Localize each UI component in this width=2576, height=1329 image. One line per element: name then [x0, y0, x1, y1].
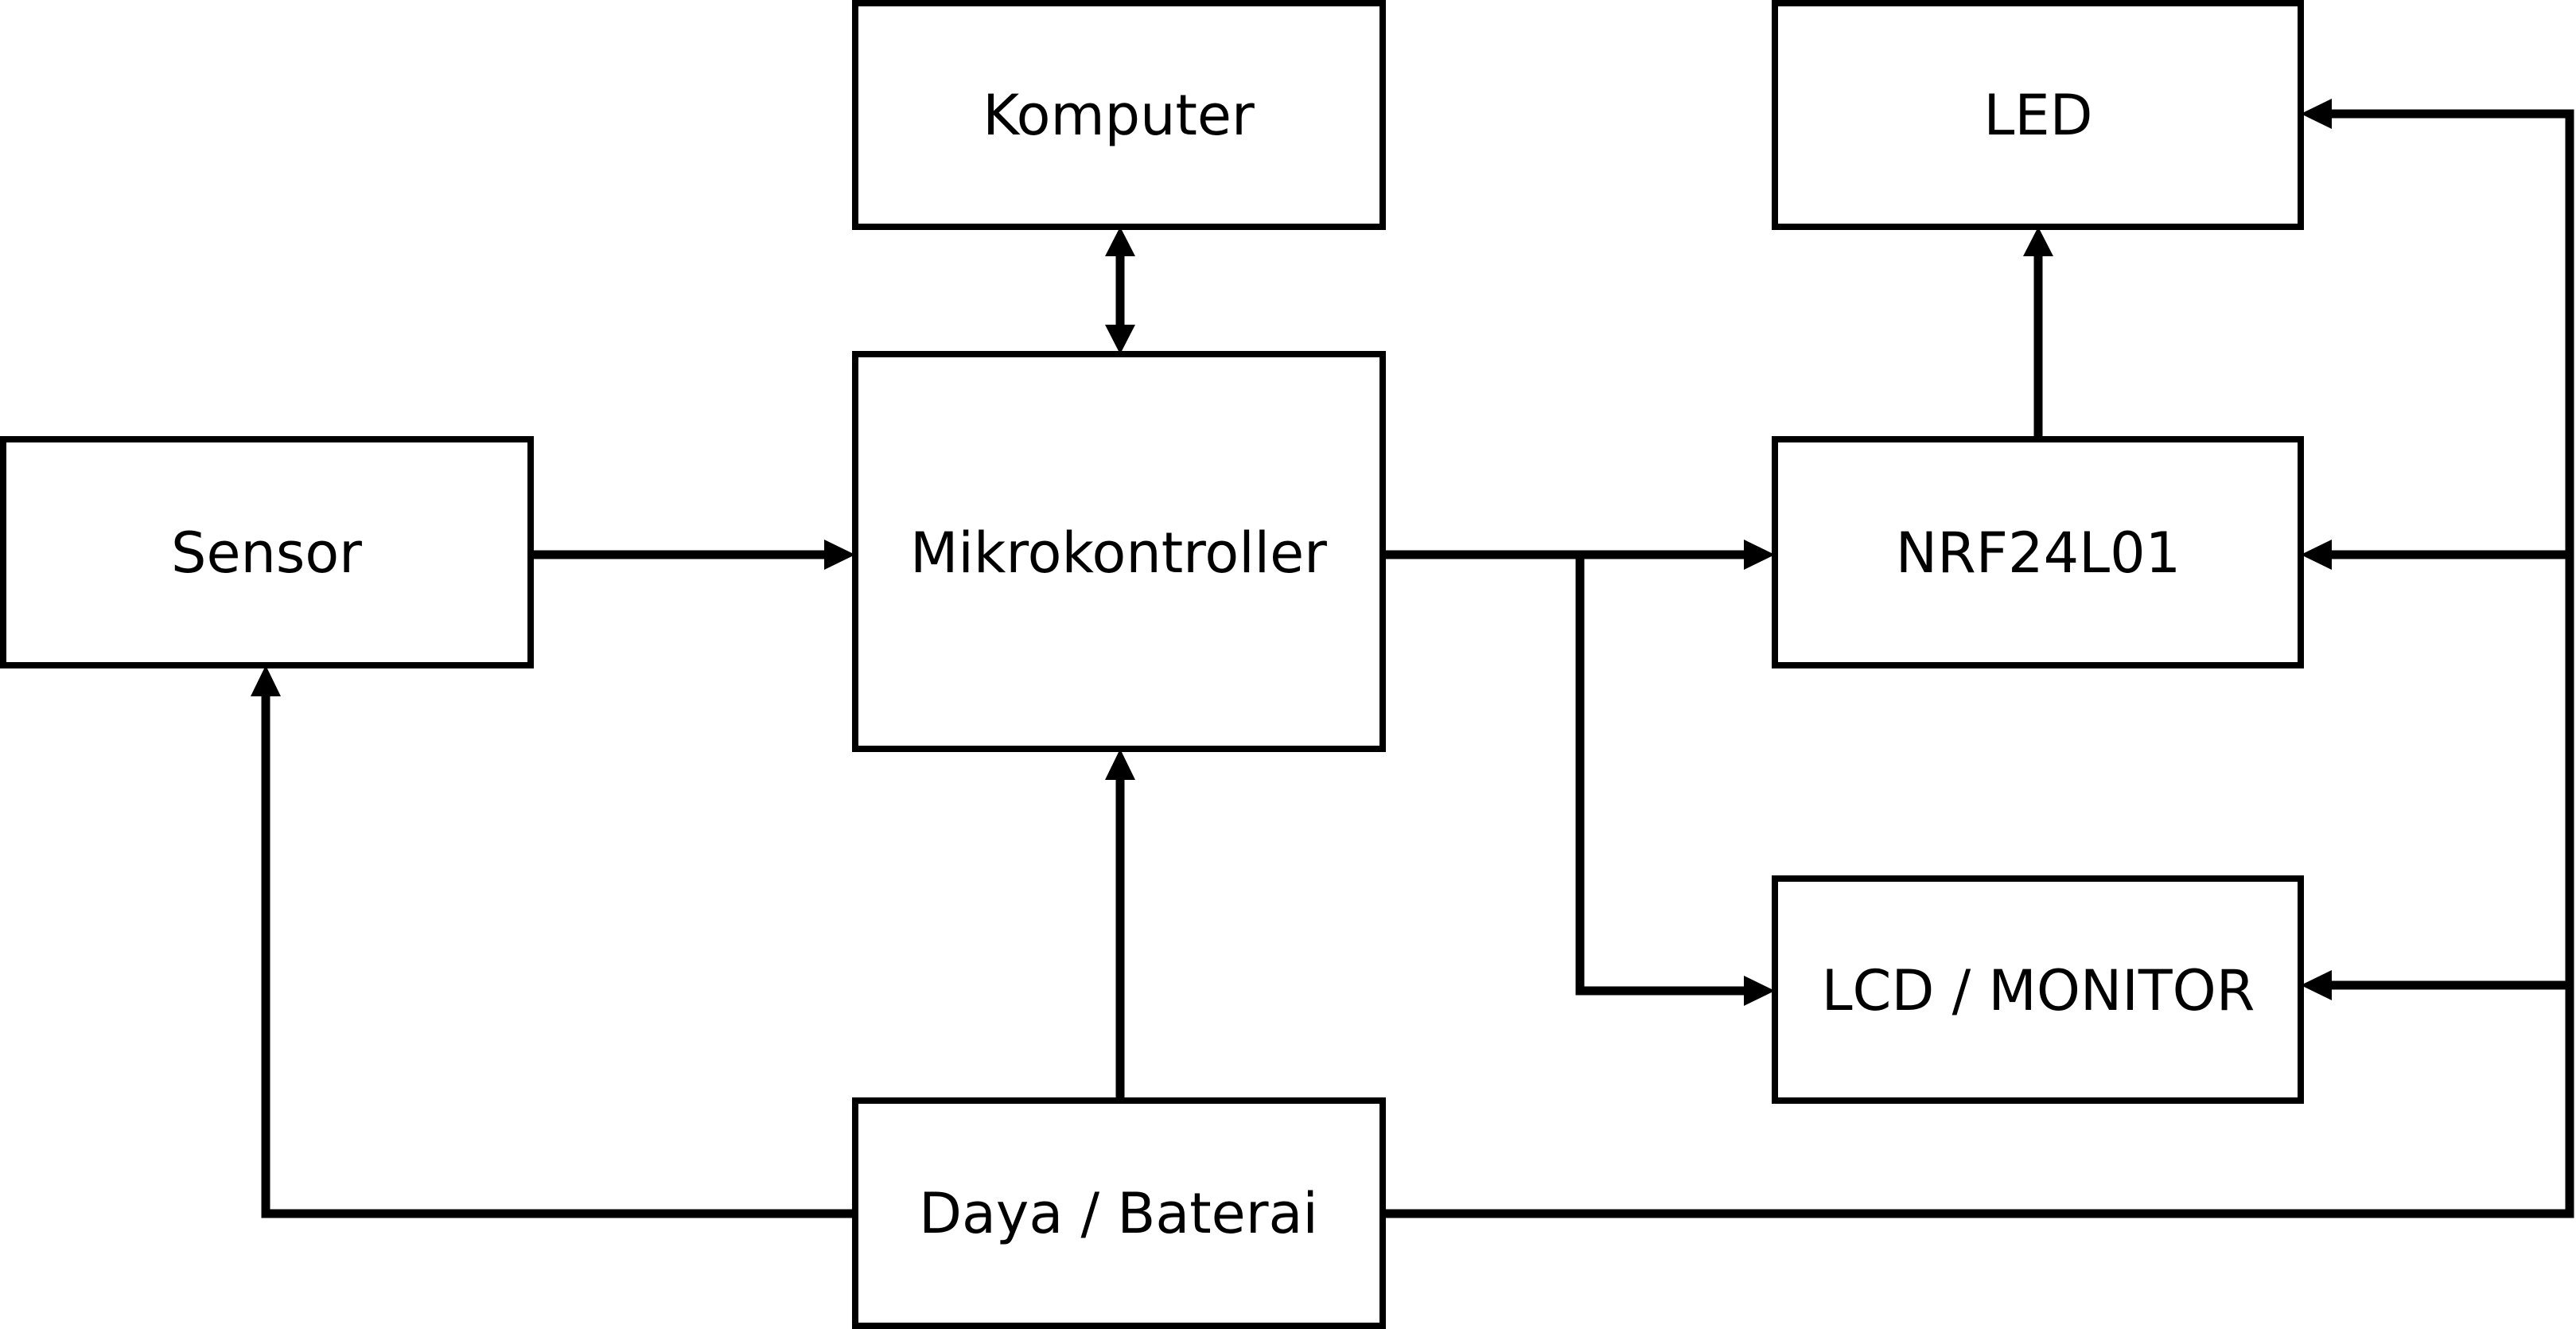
arrowhead-into-mikrokontroller-top — [1105, 325, 1135, 354]
block-nrf24l01: NRF24L01 — [1772, 436, 2304, 668]
block-komputer: Komputer — [852, 0, 1386, 230]
connector-mikrokontroller-lcd — [1575, 555, 1747, 996]
block-mikrokontroller-label: Mikrokontroller — [910, 520, 1327, 586]
block-sensor-box — [0, 436, 534, 668]
block-sensor-label: Sensor — [171, 520, 362, 586]
block-lcd-monitor: LCD / MONITOR — [1772, 875, 2304, 1104]
block-komputer-box — [852, 0, 1386, 230]
block-mikrokontroller: Mikrokontroller — [852, 351, 1386, 752]
arrowhead-into-mikrokontroller-bottom — [1105, 749, 1135, 780]
arrowhead-into-lcd-right — [2301, 970, 2332, 1000]
block-lcd-monitor-label: LCD / MONITOR — [1822, 958, 2255, 1023]
arrowhead-into-sensor — [251, 665, 281, 696]
block-sensor: Sensor — [0, 436, 534, 668]
block-lcd-monitor-box — [1772, 875, 2304, 1104]
block-nrf24l01-box — [1772, 436, 2304, 668]
arrowhead-into-komputer — [1105, 227, 1135, 256]
arrowhead-into-mikrokontroller-left — [824, 540, 855, 570]
block-led-label: LED — [1983, 83, 2092, 148]
arrowhead-into-lcd-left — [1744, 976, 1775, 1006]
connectors — [251, 99, 2574, 1218]
block-daya-baterai: Daya / Baterai — [852, 1097, 1386, 1329]
block-led-box — [1772, 0, 2304, 230]
block-daya-baterai-box — [852, 1097, 1386, 1329]
arrowhead-into-led-right — [2301, 99, 2332, 129]
arrowhead-into-nrf-right — [2301, 540, 2332, 570]
arrowhead-into-led-bottom — [2023, 227, 2053, 256]
connector-daya-power-bus — [1384, 109, 2574, 1218]
arrowhead-into-nrf-left — [1744, 540, 1775, 570]
block-mikrokontroller-box — [852, 351, 1386, 752]
block-daya-baterai-label: Daya / Baterai — [919, 1181, 1318, 1246]
block-led: LED — [1772, 0, 2304, 230]
block-komputer-label: Komputer — [983, 83, 1255, 148]
block-nrf24l01-label: NRF24L01 — [1896, 520, 2181, 586]
connector-daya-sensor — [261, 693, 855, 1218]
